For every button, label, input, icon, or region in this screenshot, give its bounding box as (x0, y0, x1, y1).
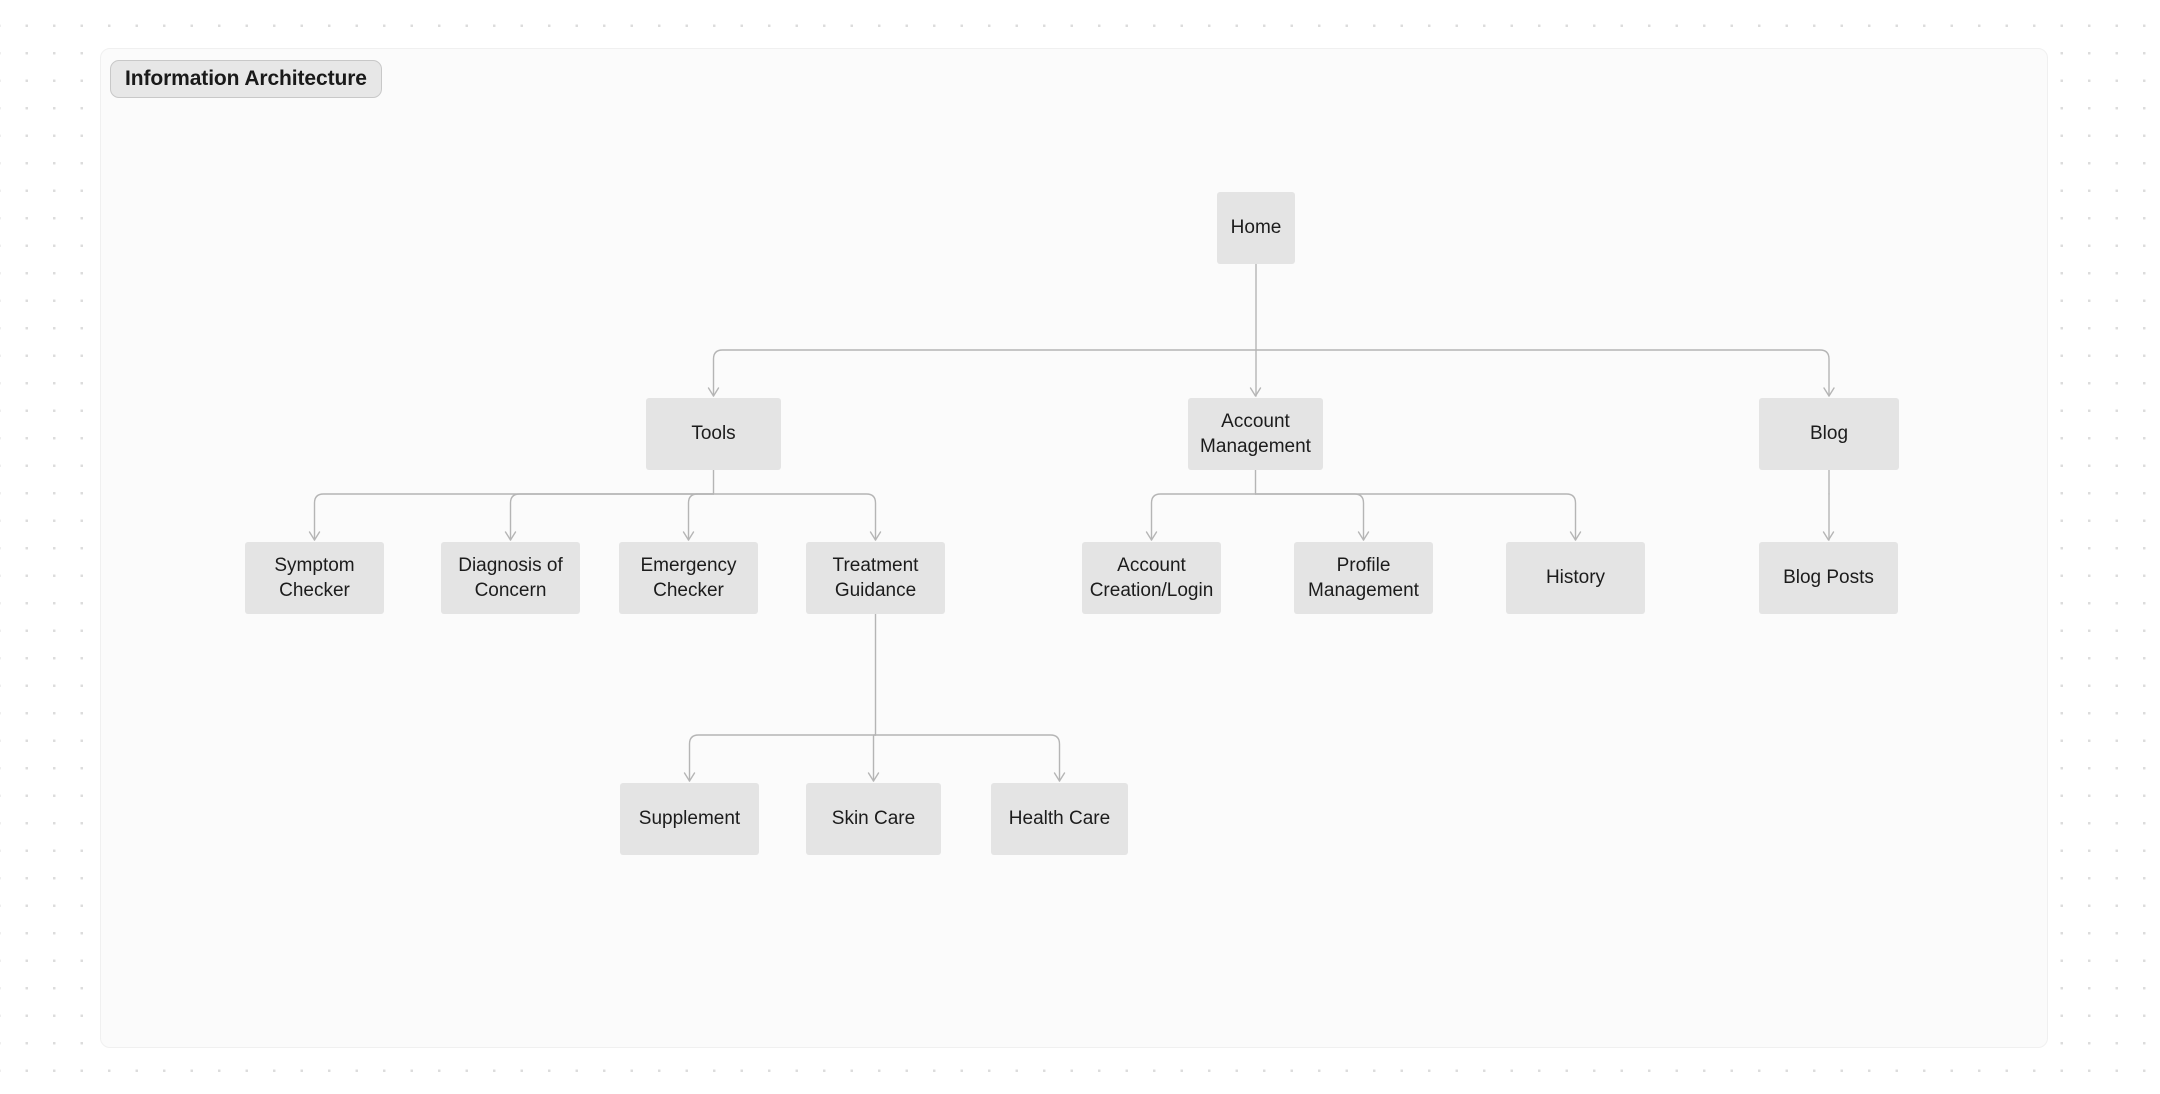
node-label: Emergency Checker (640, 554, 737, 601)
node-home[interactable]: Home (1217, 192, 1295, 264)
node-label: Symptom Checker (274, 554, 355, 601)
node-health-care[interactable]: Health Care (991, 783, 1128, 855)
node-blog-posts[interactable]: Blog Posts (1759, 542, 1898, 614)
frame-title[interactable]: Information Architecture (110, 60, 382, 98)
node-label: History (1545, 567, 1606, 589)
node-profile-management[interactable]: Profile Management (1294, 542, 1433, 614)
node-account-creation-login[interactable]: Account Creation/Login (1082, 542, 1221, 614)
node-label: Supplement (638, 808, 741, 830)
node-label: Account Management (1200, 410, 1311, 457)
node-label: Skin Care (831, 808, 916, 830)
node-label: Diagnosis of Concern (458, 554, 563, 601)
node-label: Account Creation/Login (1089, 554, 1214, 601)
node-emergency-checker[interactable]: Emergency Checker (619, 542, 758, 614)
diagram-frame (100, 48, 2048, 1048)
node-label: Treatment Guidance (832, 554, 919, 601)
node-account-management[interactable]: Account Management (1188, 398, 1323, 470)
node-label: Tools (691, 423, 736, 445)
node-tools[interactable]: Tools (646, 398, 781, 470)
node-diagnosis-of-concern[interactable]: Diagnosis of Concern (441, 542, 580, 614)
node-symptom-checker[interactable]: Symptom Checker (245, 542, 384, 614)
node-label: Blog Posts (1783, 567, 1874, 589)
node-skin-care[interactable]: Skin Care (806, 783, 941, 855)
node-label: Home (1230, 217, 1282, 239)
node-label: Health Care (1008, 808, 1111, 830)
node-label: Profile Management (1308, 554, 1419, 601)
node-label: Blog (1809, 423, 1849, 445)
node-treatment-guidance[interactable]: Treatment Guidance (806, 542, 945, 614)
node-blog[interactable]: Blog (1759, 398, 1899, 470)
node-history[interactable]: History (1506, 542, 1645, 614)
node-supplement[interactable]: Supplement (620, 783, 759, 855)
